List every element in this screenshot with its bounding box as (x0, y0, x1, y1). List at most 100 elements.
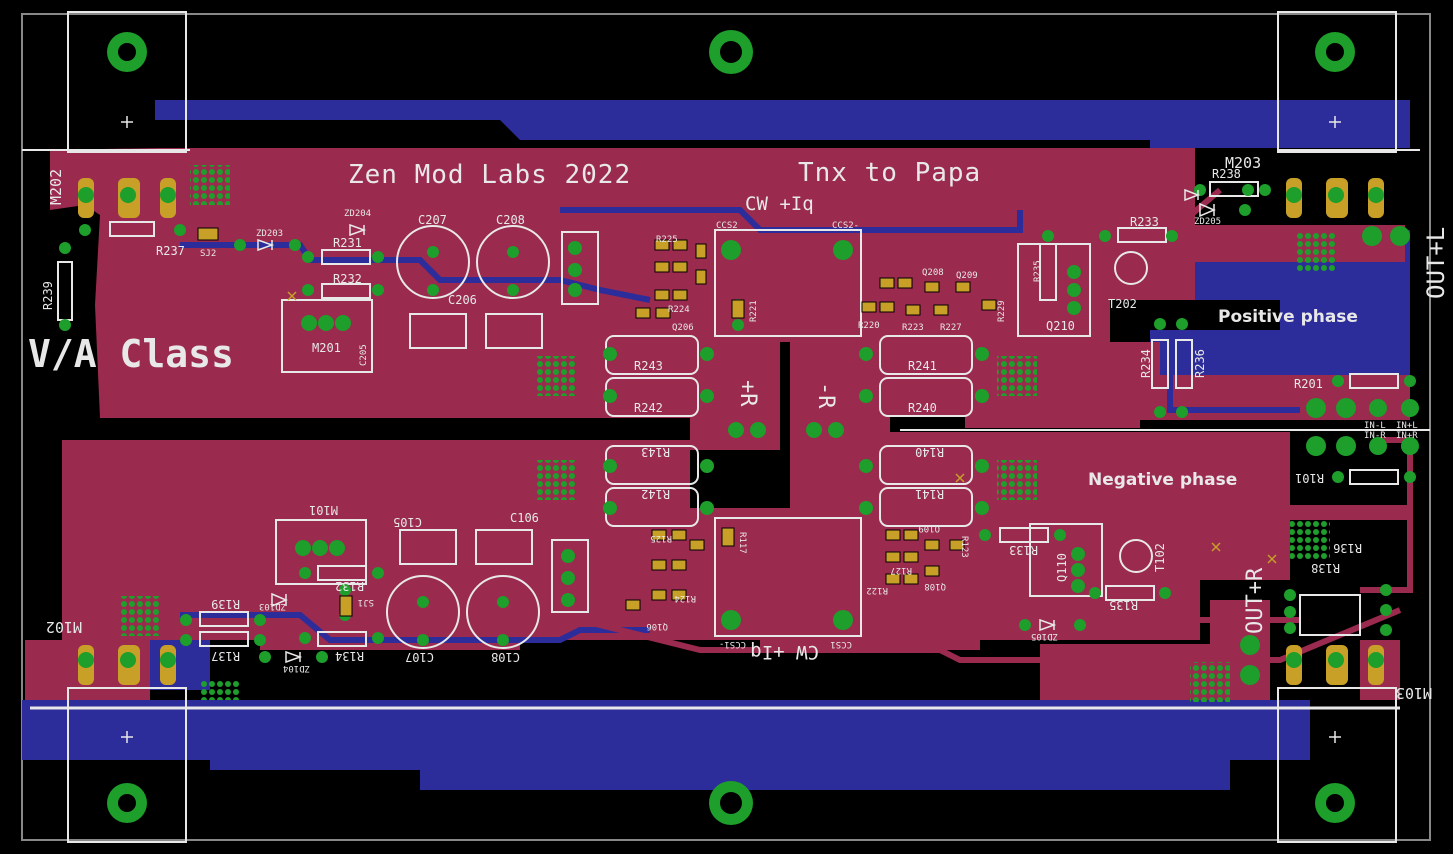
out-left-label: OUT+L (1422, 227, 1450, 299)
ccw-top-label: CW +Iq (745, 193, 814, 215)
label-ccs2-minus: CCS2- (832, 221, 859, 231)
label-zd103: ZD103 (259, 601, 286, 611)
label-r225: R225 (656, 235, 678, 245)
label-r143: R143 (641, 445, 670, 459)
m101-label: M101 (309, 503, 338, 517)
board-title: Zen Mod Labs 2022 (348, 160, 631, 190)
connector-pads (1240, 226, 1419, 685)
label-ccs1-minus: CCS1- (719, 639, 746, 649)
board-thanks: Tnx to Papa (798, 158, 981, 188)
small-pads (59, 184, 1416, 663)
label-ccs1: CCS1 (830, 639, 852, 649)
label-c205: C205 (359, 344, 369, 366)
label-r221: R221 (749, 300, 759, 322)
label-t202: T202 (1108, 297, 1137, 311)
via-grids (120, 165, 1337, 702)
power-transistor-pads (78, 178, 1384, 685)
r-plus-label: +R (735, 380, 760, 407)
label-r238: R238 (1212, 167, 1241, 181)
label-q209: Q209 (956, 271, 978, 281)
label-zd105: ZD105 (1031, 631, 1058, 641)
label-r139: R139 (211, 597, 240, 611)
out-right-label: OUT+R (1243, 567, 1268, 634)
label-r241: R241 (908, 359, 937, 373)
mounting-holes (107, 30, 1355, 825)
in-left-label: IN+L (1396, 421, 1418, 431)
label-r239: R239 (41, 281, 55, 310)
label-r231: R231 (333, 236, 362, 250)
reference-labels: R239 R237 R231 R232 R233 R238 R235 R234 … (41, 167, 1362, 673)
label-r133: R133 (1009, 543, 1038, 557)
r-minus-label: -R (813, 382, 838, 409)
label-t102: T102 (1153, 543, 1167, 572)
label-r201: R201 (1294, 377, 1323, 391)
m201-label: M201 (312, 341, 341, 355)
label-q106: Q106 (646, 621, 668, 631)
power-resistor-pads (603, 240, 989, 630)
label-r224: R224 (668, 305, 690, 315)
m102-label: M102 (46, 618, 82, 636)
label-q109: Q109 (918, 523, 940, 533)
cap-pads (417, 246, 519, 646)
label-ccs2: CCS2 (716, 221, 738, 231)
label-r127: R127 (890, 565, 912, 575)
label-zd205: ZD205 (1194, 217, 1221, 227)
label-q110: Q110 (1055, 553, 1069, 582)
negative-phase-label: Negative phase (1088, 470, 1237, 490)
label-r240: R240 (908, 401, 937, 415)
label-r117: R117 (737, 532, 747, 554)
label-r220: R220 (858, 321, 880, 331)
label-r135: R135 (1109, 598, 1138, 612)
label-c107: C107 (405, 650, 434, 664)
label-r134: R134 (335, 649, 364, 663)
label-r232: R232 (333, 272, 362, 286)
label-r236: R236 (1193, 349, 1207, 378)
ccw-bottom-label: CW +Iq (750, 641, 819, 663)
m202-label: M202 (47, 169, 65, 205)
label-r235: R235 (1033, 260, 1043, 282)
label-r138: R138 (1311, 561, 1340, 575)
label-r136: R136 (1333, 541, 1362, 555)
label-c105: C105 (393, 515, 422, 529)
label-zd203: ZD203 (256, 229, 283, 239)
label-q208: Q208 (922, 268, 944, 278)
label-r123: R123 (959, 536, 969, 558)
m103-label: M103 (1396, 684, 1432, 702)
label-r243: R243 (634, 359, 663, 373)
fiducial-markers (287, 291, 1277, 564)
label-zd204: ZD204 (344, 209, 371, 219)
label-q210: Q210 (1046, 319, 1075, 333)
in-minus-r-label: IN-R (1364, 431, 1386, 441)
zener-diodes (257, 188, 1216, 664)
board-outline (21, 13, 1431, 841)
electrolytic-capacitors (386, 225, 550, 649)
m203-label: M203 (1225, 154, 1261, 172)
positive-phase-label: Positive phase (1218, 307, 1358, 327)
film-capacitors (399, 313, 543, 565)
label-r137: R137 (211, 649, 240, 663)
label-r101: R101 (1295, 471, 1324, 485)
label-r227: R227 (940, 323, 962, 333)
label-sj1: SJ1 (358, 597, 374, 607)
heatsink-outlines (22, 11, 1430, 843)
board-class-label: V/A Class (28, 332, 234, 376)
label-r242: R242 (634, 401, 663, 415)
small-components (57, 181, 1399, 647)
label-q206: Q206 (672, 323, 694, 333)
plus-markers (121, 116, 1341, 743)
label-r142: R142 (641, 487, 670, 501)
label-r233: R233 (1130, 215, 1159, 229)
label-zd104: ZD104 (283, 663, 310, 673)
label-c106: C106 (510, 511, 539, 525)
label-r125: R125 (650, 533, 672, 543)
label-r237: R237 (156, 244, 185, 258)
label-q108: Q108 (924, 581, 946, 591)
label-r234: R234 (1139, 349, 1153, 378)
label-c207: C207 (418, 213, 447, 227)
label-r140: R140 (915, 445, 944, 459)
label-r132: R132 (335, 579, 364, 593)
power-resistors (605, 229, 973, 637)
label-c108: C108 (491, 650, 520, 664)
label-sj2: SJ2 (200, 249, 216, 259)
